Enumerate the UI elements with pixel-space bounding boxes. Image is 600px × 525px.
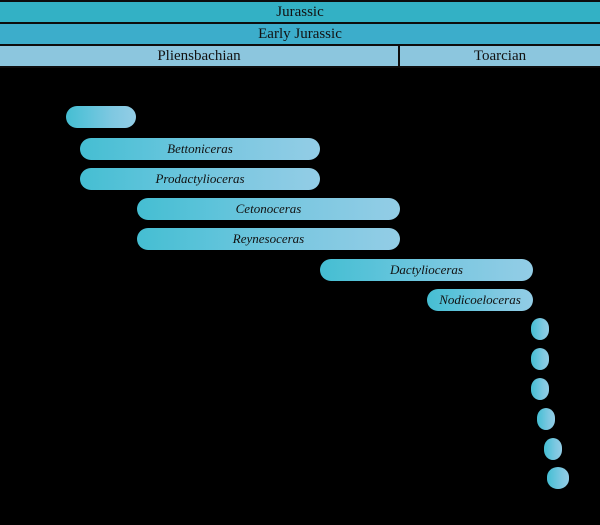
range-bar-label (381, 378, 531, 400)
range-track (531, 348, 549, 370)
strat-cell-epoch-0[interactable]: Early Jurassic (0, 24, 600, 44)
range-bar[interactable] (80, 168, 320, 190)
range-bar-label (381, 348, 531, 370)
range-bar[interactable] (80, 138, 320, 160)
range-bar[interactable] (427, 289, 533, 311)
range-bar[interactable] (320, 259, 533, 281)
range-bar[interactable] (137, 228, 400, 250)
range-marker[interactable] (531, 318, 549, 340)
range-track (531, 318, 549, 340)
range-track: Bettoniceras (80, 138, 320, 160)
range-marker[interactable] (547, 467, 569, 489)
range-track: Reynesoceras (137, 228, 400, 250)
range-marker[interactable] (531, 378, 549, 400)
range-bar-label (397, 467, 547, 489)
range-bar-label (0, 106, 66, 128)
range-bar-label (381, 318, 531, 340)
strat-cell-period-0[interactable]: Jurassic (0, 2, 600, 22)
range-bar-label (394, 438, 544, 460)
range-track (66, 106, 136, 128)
range-track: Dactylioceras (320, 259, 533, 281)
range-track: Prodactylioceras (80, 168, 320, 190)
range-track: Nodicoeloceras (427, 289, 533, 311)
range-marker[interactable] (531, 348, 549, 370)
range-bar[interactable] (137, 198, 400, 220)
range-track (531, 378, 549, 400)
range-bar-label (387, 408, 537, 430)
range-marker[interactable] (537, 408, 555, 430)
strat-tier-period: Jurassic (0, 2, 600, 24)
strat-cell-stage-0[interactable]: Pliensbachian (0, 46, 400, 66)
strat-cell-stage-1[interactable]: Toarcian (400, 46, 600, 66)
range-bar[interactable] (66, 106, 136, 128)
range-track (547, 467, 569, 489)
range-track (544, 438, 562, 460)
strat-tier-epoch: Early Jurassic (0, 24, 600, 46)
range-track: Cetonoceras (137, 198, 400, 220)
range-track (537, 408, 555, 430)
range-marker[interactable] (544, 438, 562, 460)
